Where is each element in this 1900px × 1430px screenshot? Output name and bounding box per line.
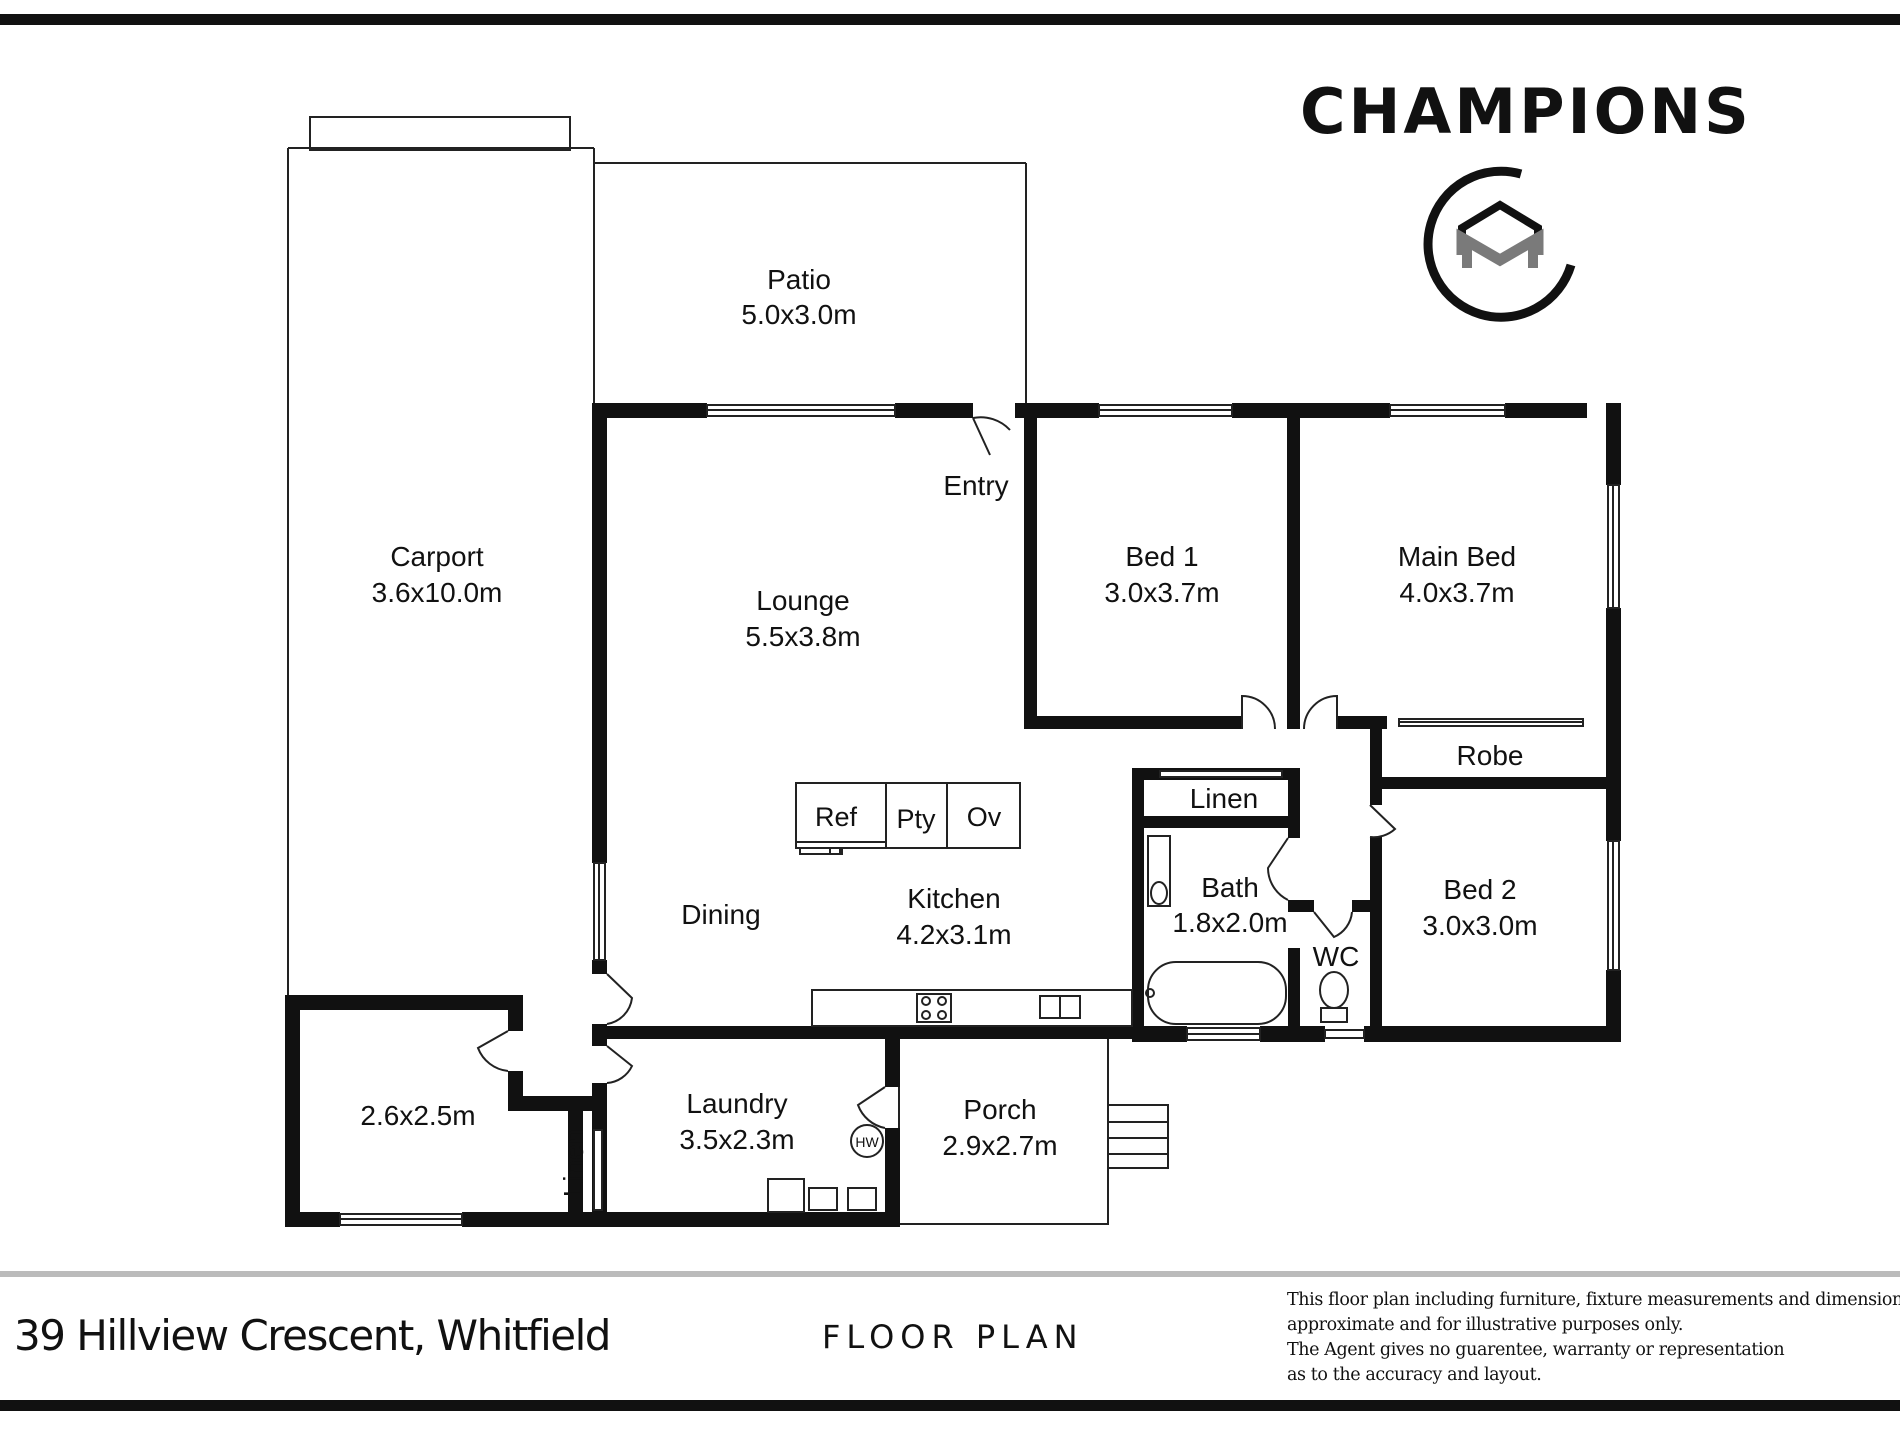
carport-size: 3.6x10.0m: [372, 577, 503, 608]
wc-label: WC: [1313, 941, 1360, 972]
outdoor-outlines: [287, 116, 1169, 1225]
laundry-label: Laundry: [686, 1088, 787, 1119]
disclaimer-line: as to the accuracy and layout.: [1287, 1365, 1541, 1385]
patio-label: Patio: [767, 264, 831, 295]
top-border: [0, 14, 1900, 25]
door-swings: [476, 416, 1397, 1129]
carport-label: Carport: [390, 541, 484, 572]
kitchen-size: 4.2x3.1m: [896, 919, 1011, 950]
walls: [285, 403, 1621, 1227]
main-bed-size: 4.0x3.7m: [1399, 577, 1514, 608]
disclaimer-line: approximate and for illustrative purpose…: [1287, 1315, 1683, 1335]
windows: [339, 404, 1620, 1226]
entry-label: Entry: [943, 470, 1008, 501]
pantry-label: Pty: [896, 804, 936, 834]
room-labels: Patio 5.0x3.0m Carport 3.6x10.0m Entry L…: [360, 264, 1537, 1197]
toilet-icon: [1319, 971, 1349, 1023]
main-bed-label: Main Bed: [1398, 541, 1516, 572]
oven-label: Ov: [967, 802, 1002, 832]
lounge-label: Lounge: [756, 585, 849, 616]
property-address: 39 Hillview Crescent, Whitfield: [14, 1311, 610, 1360]
bath-size: 1.8x2.0m: [1172, 907, 1287, 938]
laundry-size: 3.5x2.3m: [679, 1124, 794, 1155]
kitchen-label: Kitchen: [907, 883, 1000, 914]
robe-label: Robe: [1457, 740, 1524, 771]
bathtub-icon: [1147, 961, 1287, 1025]
bed1-size: 3.0x3.7m: [1104, 577, 1219, 608]
disclaimer-line: This floor plan including furniture, fix…: [1287, 1290, 1900, 1310]
lounge-size: 5.5x3.8m: [745, 621, 860, 652]
house-monogram-icon: [1423, 166, 1576, 322]
linen-laundry-label: Linen: [558, 1129, 589, 1198]
disclaimer-line: The Agent gives no guarentee, warranty o…: [1287, 1340, 1784, 1360]
vanity-icon: [1147, 835, 1171, 907]
laundry-fixtures: [767, 1124, 884, 1213]
carport-opening: [309, 116, 571, 151]
kitchen-island: [795, 782, 1021, 855]
disclaimer: This floor plan including furniture, fix…: [1287, 1290, 1900, 1385]
hot-water-icon: [850, 1124, 884, 1158]
cooktop-icon: [916, 993, 952, 1023]
bed2-size: 3.0x3.0m: [1422, 910, 1537, 941]
brand-name: CHAMPIONS: [1300, 75, 1752, 148]
bottom-border: [0, 1400, 1900, 1411]
porch-label: Porch: [963, 1094, 1036, 1125]
bath-label: Bath: [1201, 872, 1259, 903]
storeroom-size: 2.6x2.5m: [360, 1100, 475, 1131]
footer-divider: [0, 1271, 1900, 1277]
patio-size: 5.0x3.0m: [741, 299, 856, 330]
bed2-label: Bed 2: [1443, 874, 1516, 905]
bed1-label: Bed 1: [1125, 541, 1198, 572]
linen-hall-label: Linen: [1190, 783, 1259, 814]
washer-icon: [767, 1178, 805, 1213]
kitchen-bench: [811, 989, 1133, 1027]
floor-plan-title: FLOOR PLAN: [822, 1318, 1084, 1356]
porch-size: 2.9x2.7m: [942, 1130, 1057, 1161]
bath-fixtures: [1145, 835, 1349, 1025]
porch-steps: [1107, 1104, 1169, 1169]
dining-label: Dining: [681, 899, 760, 930]
hot-water-label: HW: [855, 1134, 879, 1150]
fridge-label: Ref: [815, 802, 858, 832]
